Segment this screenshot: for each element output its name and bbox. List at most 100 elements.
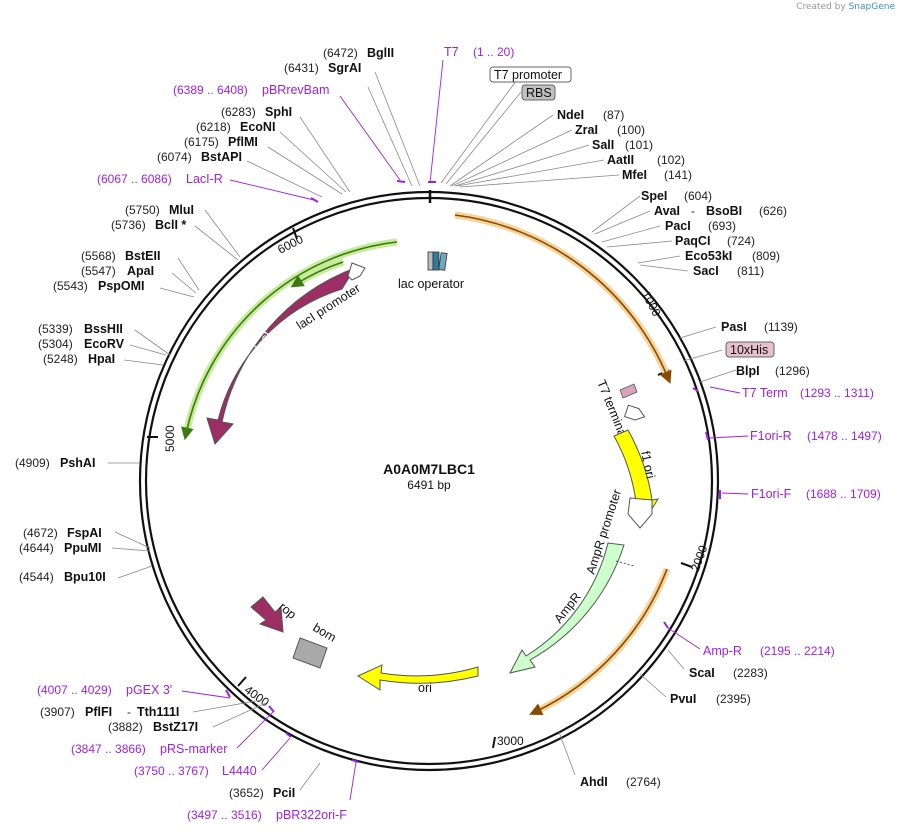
primer-f1ori-r-pos: (1478 .. 1497) (807, 429, 882, 443)
site-bpu10i-pos: (4544) (19, 570, 54, 584)
site-bpu10i: Bpu10I (64, 570, 106, 584)
plasmid-length: 6491 bp (407, 478, 451, 492)
site-paci: PacI (665, 219, 691, 233)
site-pflfi-dash: - (127, 705, 131, 719)
site-ppumi: PpuMI (64, 541, 102, 555)
site-ecorv: EcoRV (84, 337, 125, 351)
orf-arc-2 (529, 568, 668, 716)
site-spei-pos: (604) (684, 189, 712, 203)
site-bsteii: BstEII (125, 249, 160, 263)
site-blpi: BlpI (736, 364, 760, 378)
site-scai: ScaI (689, 666, 715, 680)
site-pspomi-pos: (5543) (53, 279, 88, 293)
ampr-feature (509, 542, 625, 674)
site-sali: SalI (592, 138, 614, 152)
site-bsshii-pos: (5339) (38, 322, 73, 336)
tick-1000: 1000 (639, 288, 664, 318)
site-mlui-pos: (5750) (125, 203, 160, 217)
site-paqci: PaqCI (675, 234, 710, 248)
site-avai-dash: - (691, 204, 695, 218)
site-pshai: PshAI (60, 456, 95, 470)
lac-operator-boxes (427, 251, 448, 271)
site-pasi-pos: (1139) (764, 320, 798, 334)
site-saci-pos: (811) (737, 264, 764, 278)
site-tth111i: Tth111I (137, 705, 179, 719)
site-bglii-pos: (6472) (323, 46, 358, 60)
site-pcii-pos: (3652) (229, 786, 264, 800)
primer-pbr322ori-f: pBR322ori-F (276, 808, 347, 822)
site-zrai: ZraI (575, 123, 598, 137)
orf-arc-1 (454, 214, 672, 384)
primer-f1ori-r: F1ori-R (750, 429, 792, 443)
site-pflfi-pos: (3907) (40, 705, 75, 719)
primer-pbrrevbam-pos: (6389 .. 6408) (173, 83, 248, 97)
t7-promoter-box (489, 66, 572, 83)
site-bsteii-pos: (5568) (81, 249, 116, 263)
laci-label: lacI (252, 328, 275, 353)
site-mlui: MluI (169, 203, 194, 217)
site-sgrai-pos: (6431) (284, 61, 319, 75)
site-bsobi: BsoBI (706, 204, 742, 218)
plasmid-name: A0A0M7LBC1 (383, 461, 475, 477)
primer-t7: T7 (444, 45, 459, 59)
snapgene-credit: Created by SnapGene (796, 2, 895, 12)
site-saci: SacI (693, 264, 719, 278)
site-eco53ki-pos: (809) (752, 249, 780, 263)
site-avai-pos: (626) (759, 204, 787, 218)
site-bstz17i: BstZ17I (153, 720, 198, 734)
orf-arc-3 (181, 241, 398, 441)
site-econi: EcoNI (240, 120, 275, 134)
site-bstapi-pos: (6074) (157, 150, 192, 164)
site-pflmi: PflMI (228, 135, 258, 149)
site-spei: SpeI (641, 189, 667, 203)
site-apai-pos: (5547) (81, 264, 116, 278)
site-sali-pos: (101) (625, 138, 653, 152)
site-aatii-pos: (102) (657, 153, 685, 167)
laci-feature (206, 267, 357, 445)
site-econi-pos: (6218) (196, 120, 231, 134)
ori-feature (356, 664, 479, 691)
primer-labels: T7 (1 .. 20) (6389 .. 6408) pBRrevBam (6… (37, 45, 882, 822)
primer-marks (225, 180, 721, 763)
site-avai: AvaI (654, 204, 680, 218)
site-fspai-pos: (4672) (23, 526, 58, 540)
bom-label: bom (311, 620, 339, 644)
primer-laci-r: LacI-R (186, 172, 223, 186)
rbs-label: RBS (526, 86, 552, 100)
site-pasi: PasI (721, 320, 747, 334)
ampr-promoter-arrow (627, 497, 653, 529)
tick-3000: 3000 (497, 734, 524, 748)
rbs-box (521, 84, 556, 101)
site-aatii: AatII (607, 153, 634, 167)
site-mfei: MfeI (622, 168, 647, 182)
site-bstapi: BstAPI (201, 150, 242, 164)
site-ahdi: AhdI (580, 775, 608, 789)
ampr-dash (615, 560, 635, 567)
his-label: 10xHis (730, 343, 768, 357)
orf-arc-3-halo (182, 238, 398, 435)
primer-leader-lines (181, 59, 749, 801)
primer-f1ori-f: F1ori-F (751, 487, 792, 501)
site-zrai-pos: (100) (617, 123, 645, 137)
tick-5000: 5000 (163, 425, 177, 452)
site-mfei-pos: (141) (664, 168, 692, 182)
laci-promoter-arrow (347, 262, 366, 281)
primer-pgex3: pGEX 3' (126, 683, 172, 697)
site-hpai: HpaI (88, 352, 115, 366)
site-bcli-pos: (5736) (111, 218, 146, 232)
site-apai: ApaI (127, 264, 154, 278)
primer-pbr322ori-f-pos: (3497 .. 3516) (187, 808, 262, 822)
orf-arc-4 (290, 261, 344, 288)
rop-feature (250, 596, 284, 633)
site-ecorv-pos: (5304) (38, 337, 73, 351)
site-ndei: NdeI (557, 108, 584, 122)
t7-terminator-box (619, 383, 638, 399)
ori-label: ori (418, 681, 432, 695)
primer-t7-pos: (1 .. 20) (473, 45, 514, 59)
site-pvui: PvuI (670, 692, 696, 706)
sites-left: (6472) BglII (6431) SgrAI (6283) SphI (6… (15, 46, 394, 800)
site-sphi: SphI (265, 105, 292, 119)
his-box (725, 341, 775, 358)
boxed-labels: T7 promoter RBS 10xHis (489, 66, 775, 358)
